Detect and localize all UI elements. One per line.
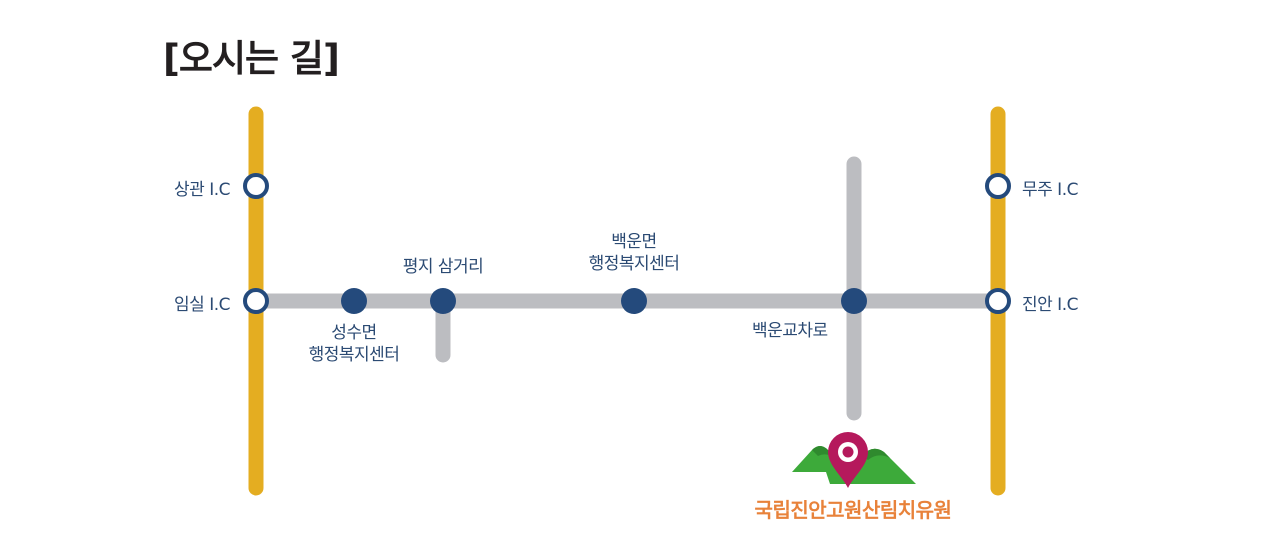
label-baegun-cross: 백운교차로: [752, 321, 828, 341]
node-seongsu: [341, 288, 367, 314]
label-seongsu-line1: 성수면: [331, 323, 377, 343]
label-jinan-ic: 진안 I.C: [1022, 295, 1078, 315]
node-imsil-ic: [243, 288, 269, 314]
label-baegun: 백운면 행정복지센터: [574, 231, 694, 275]
label-baegun-line1: 백운면: [611, 232, 657, 252]
node-baegun: [621, 288, 647, 314]
node-sanggwan-ic: [243, 173, 269, 199]
label-muju-ic: 무주 I.C: [1022, 180, 1078, 200]
destination-label: 국립진안고원산림치유원: [754, 498, 952, 522]
node-baegun-cross: [841, 288, 867, 314]
label-baegun-line2: 행정복지센터: [588, 254, 680, 274]
label-pyeongji: 평지 삼거리: [402, 257, 484, 277]
label-sanggwan-ic: 상관 I.C: [174, 180, 230, 200]
map-pin-icon: [828, 432, 868, 488]
node-jinan-ic: [985, 288, 1011, 314]
label-seongsu-line2: 행정복지센터: [308, 345, 400, 365]
node-muju-ic: [985, 173, 1011, 199]
page-title: [오시는 길]: [163, 37, 340, 80]
label-seongsu: 성수면 행정복지센터: [294, 322, 414, 366]
label-imsil-ic: 임실 I.C: [174, 295, 230, 315]
node-pyeongji: [430, 288, 456, 314]
